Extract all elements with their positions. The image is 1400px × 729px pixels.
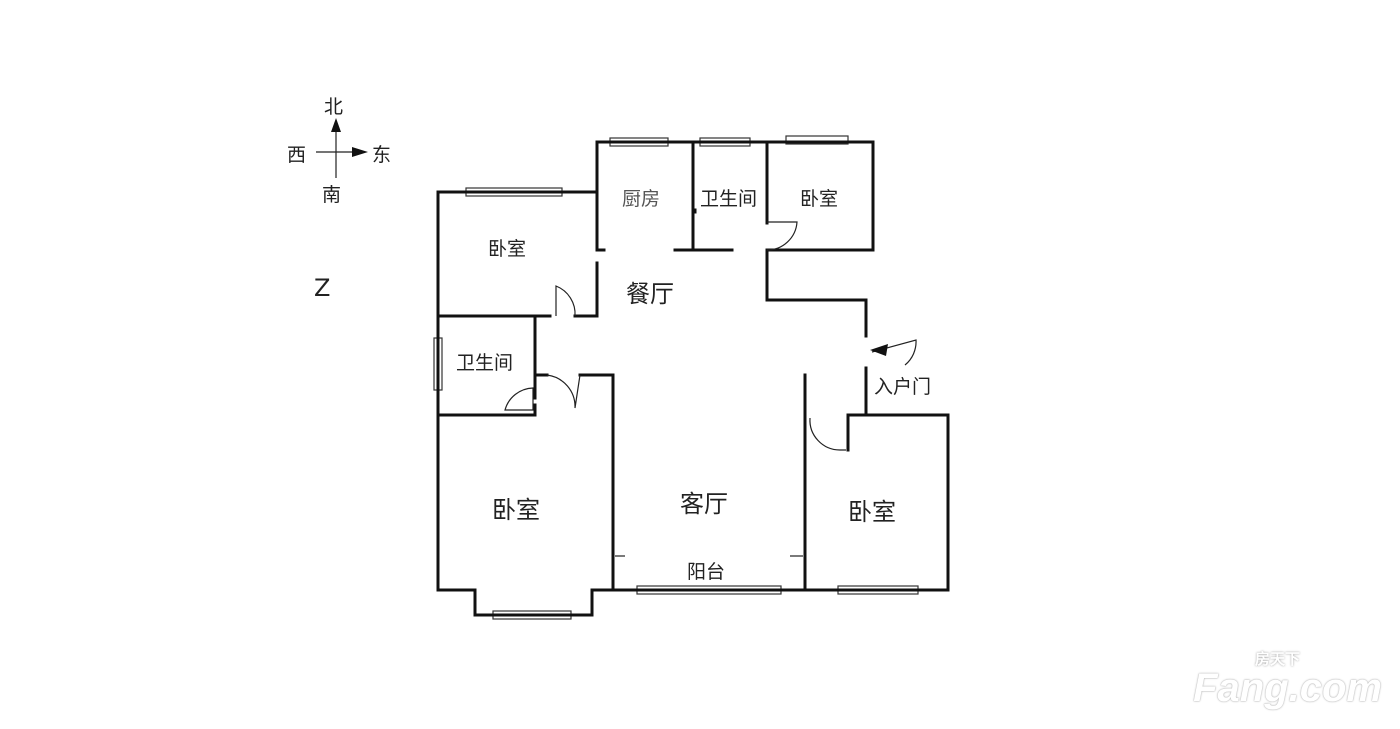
compass-mark: Z bbox=[314, 274, 331, 302]
room-kitchen: 厨房 bbox=[622, 188, 661, 210]
door-swings bbox=[504, 221, 917, 557]
compass-south-label: 南 bbox=[322, 184, 342, 206]
room-bathroom-w: 卫生间 bbox=[456, 352, 514, 374]
room-bedroom-ne: 卧室 bbox=[800, 188, 839, 210]
compass-east-label: 东 bbox=[372, 144, 392, 166]
room-bedroom-nw: 卧室 bbox=[488, 238, 527, 260]
room-dining: 餐厅 bbox=[626, 280, 674, 308]
room-bedroom-sw: 卧室 bbox=[492, 496, 540, 524]
room-bathroom-n: 卫生间 bbox=[700, 188, 758, 210]
watermark-cn: 房天下 bbox=[1254, 650, 1300, 668]
walls bbox=[436, 140, 950, 617]
windows bbox=[433, 135, 919, 620]
entrance-door-label: 入户门 bbox=[874, 376, 932, 398]
room-balcony: 阳台 bbox=[687, 561, 726, 583]
compass-west-label: 西 bbox=[287, 144, 307, 166]
room-bedroom-se: 卧室 bbox=[848, 498, 896, 526]
room-living: 客厅 bbox=[680, 490, 728, 518]
watermark-logo: Fang.com bbox=[1193, 666, 1382, 710]
compass-north-label: 北 bbox=[324, 96, 344, 118]
compass-icon bbox=[316, 118, 368, 178]
